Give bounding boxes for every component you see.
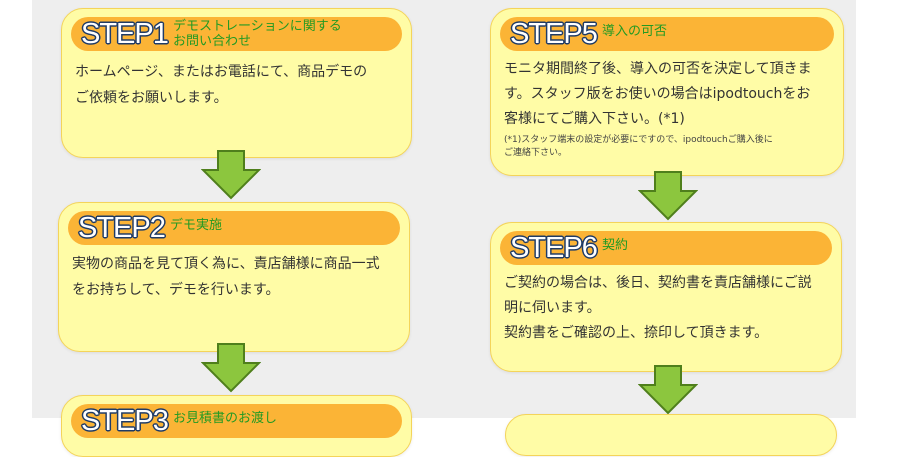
step-2-number: STEP2: [78, 212, 166, 244]
step-6-number: STEP6: [510, 232, 598, 264]
step-1-text: ホームページ、またはお電話にて、商品デモの ご依頼をお願いします。: [75, 64, 368, 106]
step-1-title: デモストレーションに関する お問い合わせ: [173, 19, 342, 49]
step-6-title: 契約: [602, 238, 629, 253]
step-3-number: STEP3: [81, 405, 169, 437]
step-6-header: STEP6 契約: [500, 231, 832, 265]
step-3-card: STEP3 お見積書のお渡し: [61, 395, 412, 457]
arrow-down-icon: [201, 343, 261, 393]
step-1-number: STEP1: [81, 18, 169, 50]
step-5-header: STEP5 導入の可否: [500, 17, 834, 51]
step-5-title: 導入の可否: [602, 24, 668, 39]
step-6-text: ご契約の場合は、後日、契約書を責店舗様にご説 明に伺います。 契約書をご確認の上…: [504, 275, 812, 341]
step-5-number: STEP5: [510, 18, 598, 50]
arrow-down-icon: [638, 365, 698, 415]
step-3-title: お見積書のお渡し: [173, 411, 278, 426]
step-2-text: 実物の商品を見て頂く為に、責店舗様に商品一式 をお持ちして、デモを行います。: [72, 256, 380, 298]
step-5-body: モニタ期間終了後、導入の可否を決定して頂きま す。スタッフ版をお使いの場合はip…: [504, 61, 812, 127]
step-2-title: デモ実施: [170, 218, 223, 233]
step-5-footnote: (*1)スタッフ端末の設定が必要にですので、ipodtouchご購入後に ご連絡…: [504, 135, 773, 158]
arrow-down-icon: [201, 150, 261, 200]
step-3-header: STEP3 お見積書のお渡し: [71, 404, 402, 438]
step-1-card: STEP1 デモストレーションに関する お問い合わせ ホームページ、またはお電話…: [61, 8, 412, 158]
step-2-card: STEP2 デモ実施 実物の商品を見て頂く為に、責店舗様に商品一式 をお持ちして…: [58, 202, 410, 352]
step-5-text: モニタ期間終了後、導入の可否を決定して頂きま す。スタッフ版をお使いの場合はip…: [504, 57, 835, 160]
step-5-card: STEP5 導入の可否 モニタ期間終了後、導入の可否を決定して頂きま す。スタッ…: [490, 8, 844, 176]
step-1-header: STEP1 デモストレーションに関する お問い合わせ: [71, 17, 402, 51]
step-2-header: STEP2 デモ実施: [68, 211, 400, 245]
step-6-card: STEP6 契約 ご契約の場合は、後日、契約書を責店舗様にご説 明に伺います。 …: [490, 222, 842, 372]
step-7-card: [505, 414, 837, 456]
arrow-down-icon: [638, 171, 698, 221]
